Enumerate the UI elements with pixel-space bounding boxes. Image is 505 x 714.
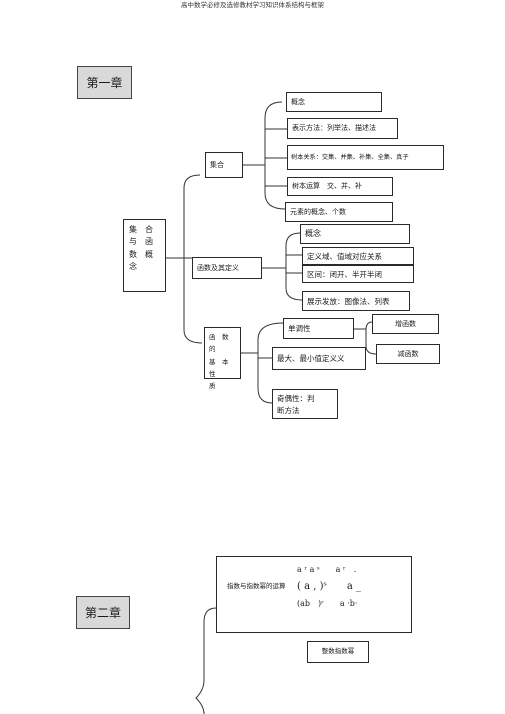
sets-representation-box: 表示方法：列举法、描述法 xyxy=(287,118,398,139)
functions-bracket xyxy=(285,232,303,301)
properties-line: 质 xyxy=(209,382,216,391)
decreasing-function-box: 减函数 xyxy=(376,344,440,364)
sets-elements-box: 元素的概念、个数 xyxy=(285,202,393,222)
root-line: 与 函 xyxy=(129,237,153,247)
chapter2-label: 第二章 xyxy=(76,596,130,629)
properties-line: 函 数 的 xyxy=(209,333,235,354)
function-domain-range-box: 定义域、值域对应关系 xyxy=(302,247,414,265)
function-properties-box: 函 数 的 基 本 性 质 xyxy=(204,327,241,390)
function-representation-box: 展示发放：图像法、列表 xyxy=(302,291,410,311)
sets-relations-box: 树本关系：交集、并集、补集、全集、真子 xyxy=(287,145,444,170)
chapter1-label: 第一章 xyxy=(77,66,132,99)
monotonic-bracket xyxy=(365,321,377,355)
page-header: 高中数学必修及选修教材学习知识体系结构与框架 xyxy=(181,1,324,9)
monotonicity-box: 单调性 xyxy=(283,318,354,339)
exponent-operations-box: 指数与指数幂的运算 a ʳ a ˢ a ʳ . ( a , )ˢ a _ (ab… xyxy=(216,556,412,633)
function-interval-box: 区间：闭开、半开半闭 xyxy=(302,265,414,283)
sets-box: 集合 xyxy=(205,152,243,178)
extremum-box: 最大、最小值定义义 xyxy=(272,347,366,370)
parity-line: 断方法 xyxy=(277,405,300,415)
parity-line: 奇偶性：判 xyxy=(277,394,315,403)
sets-bracket xyxy=(264,101,286,210)
exponent-formula-line: a ʳ a ˢ a ʳ . xyxy=(297,565,357,574)
exponent-formula-line: (ab )ʳ a ·b· xyxy=(297,599,358,608)
root-bracket xyxy=(183,174,203,344)
root-box-sets-and-functions: 集 合 与 函 数 概 念 xyxy=(123,219,166,292)
exponent-operations-label: 指数与指数幂的运算 xyxy=(227,582,286,590)
function-concept-box: 概念 xyxy=(300,224,410,244)
exponent-formula-line: ( a , )ˢ a _ xyxy=(297,581,361,592)
parity-box: 奇偶性：判 断方法 xyxy=(272,389,338,419)
properties-line: 基 本 性 xyxy=(209,357,235,379)
integer-exponent-box: 整数指数幂 xyxy=(307,641,369,663)
chapter2-bracket xyxy=(195,607,217,714)
root-line: 集 合 xyxy=(129,225,153,234)
root-line: 数 概 xyxy=(129,249,153,259)
properties-bracket xyxy=(257,322,284,404)
root-line: 念 xyxy=(129,262,137,272)
increasing-function-box: 增函数 xyxy=(372,314,439,334)
functions-definition-box: 函数及其定义 xyxy=(192,257,262,279)
sets-operations-box: 树本运算 交、并、补 xyxy=(287,177,393,196)
sets-concept-box: 概念 xyxy=(286,92,382,112)
